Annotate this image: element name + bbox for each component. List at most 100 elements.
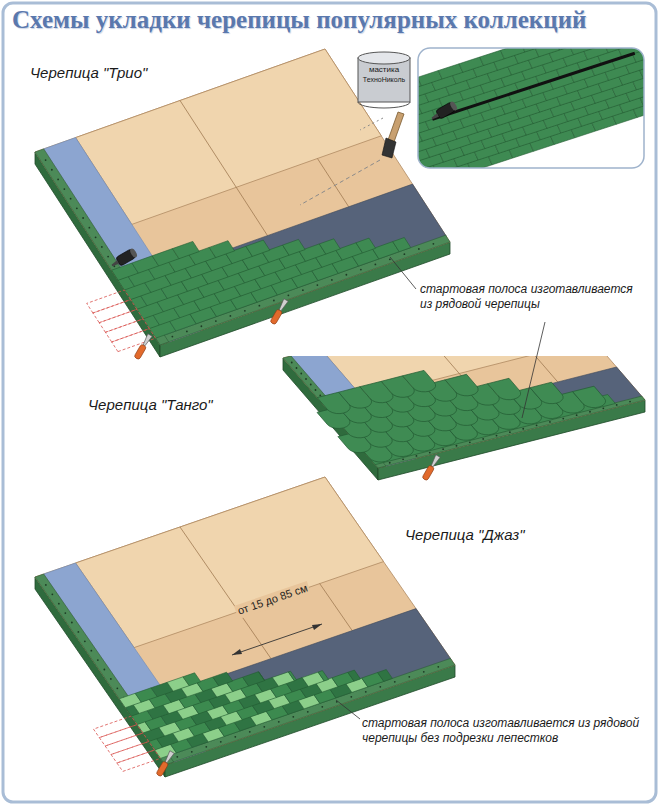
nail <box>423 671 425 673</box>
sheet-seam <box>180 527 271 659</box>
nail <box>456 445 458 447</box>
annotations <box>109 52 545 777</box>
shingle-tab <box>501 48 525 59</box>
shingle-tab <box>535 48 560 57</box>
nail <box>82 217 84 219</box>
nail <box>103 669 105 671</box>
nail <box>97 659 99 661</box>
cut-line <box>87 290 131 313</box>
nail <box>576 414 578 416</box>
cut-line <box>112 329 156 352</box>
arrow-head <box>312 624 322 630</box>
valley-underlay <box>44 563 206 762</box>
valley-underlay <box>291 356 415 466</box>
tube-end <box>129 247 138 258</box>
shingle-tab <box>378 670 393 682</box>
nail <box>244 310 246 312</box>
shingle-tab <box>318 671 329 681</box>
knife-icon <box>134 334 153 360</box>
can-label: ТехноНиколь <box>358 76 410 85</box>
collection-name: Черепица "Трио" <box>30 64 147 83</box>
nail <box>292 716 294 718</box>
trio-roof <box>35 49 450 357</box>
nail <box>416 455 418 457</box>
nail <box>110 678 112 680</box>
nail <box>602 407 604 409</box>
sheet-seam <box>320 584 353 631</box>
drip-edge <box>156 235 450 345</box>
nail <box>258 305 260 307</box>
nail <box>418 248 420 250</box>
shingle-tab <box>348 670 361 681</box>
shingle-tab <box>213 672 233 686</box>
drip-edge <box>35 574 174 765</box>
nail <box>403 253 405 255</box>
nail <box>296 367 298 369</box>
nail <box>469 441 471 443</box>
arrow-head <box>232 649 242 655</box>
nail <box>107 256 109 258</box>
nail <box>442 448 444 450</box>
nail <box>429 452 431 454</box>
shingle-tab <box>288 671 296 681</box>
nail <box>229 315 231 317</box>
leader-line <box>390 257 416 289</box>
nail <box>402 458 404 460</box>
knife-icon <box>270 299 289 325</box>
cut-line <box>93 300 137 323</box>
nail <box>45 584 47 586</box>
underlay-sheet <box>76 477 384 648</box>
nail <box>616 404 618 406</box>
nail <box>205 746 207 748</box>
can-lid <box>358 52 410 64</box>
nail <box>496 435 498 437</box>
inset-ground <box>418 48 644 168</box>
nail <box>220 741 222 743</box>
pointer-line <box>300 160 380 205</box>
nail <box>51 593 53 595</box>
mastic-can <box>358 58 410 102</box>
nail <box>45 159 47 161</box>
nail <box>57 179 59 181</box>
nail <box>116 687 118 689</box>
title: Схемы укладки черепицы популярных коллек… <box>12 6 586 34</box>
shingle-tab <box>480 50 505 65</box>
nail <box>549 421 551 423</box>
nail <box>70 198 72 200</box>
collection-name: Черепица "Танго" <box>88 396 213 415</box>
scallop-tab <box>445 374 478 396</box>
nail <box>90 650 92 652</box>
nail <box>171 336 173 338</box>
scallop-tab <box>530 382 563 403</box>
scallop-tab <box>403 370 436 391</box>
eave-face <box>160 242 450 357</box>
nail <box>379 686 381 688</box>
nail <box>176 756 178 758</box>
knife-handle <box>270 309 283 325</box>
scallop-tab <box>488 378 521 399</box>
cut-line <box>105 319 149 342</box>
shingle-tab <box>259 672 265 681</box>
nail <box>273 300 275 302</box>
nail <box>76 207 78 209</box>
nail <box>321 706 323 708</box>
nail <box>95 236 97 238</box>
nail <box>186 331 188 333</box>
nail <box>234 736 236 738</box>
nail <box>287 294 289 296</box>
nail <box>360 269 362 271</box>
nail <box>345 274 347 276</box>
brush-handle <box>388 112 404 142</box>
cut-line <box>99 309 143 332</box>
leader-line <box>522 322 545 418</box>
eave-underlay <box>387 367 642 455</box>
mastic-tube <box>109 247 138 269</box>
drip-edge <box>35 149 169 345</box>
nail <box>249 731 251 733</box>
inset-border <box>418 48 644 168</box>
nail <box>589 411 591 413</box>
knife-icon <box>156 751 175 777</box>
shingle-tab <box>418 71 442 86</box>
knife-icon <box>422 455 441 481</box>
